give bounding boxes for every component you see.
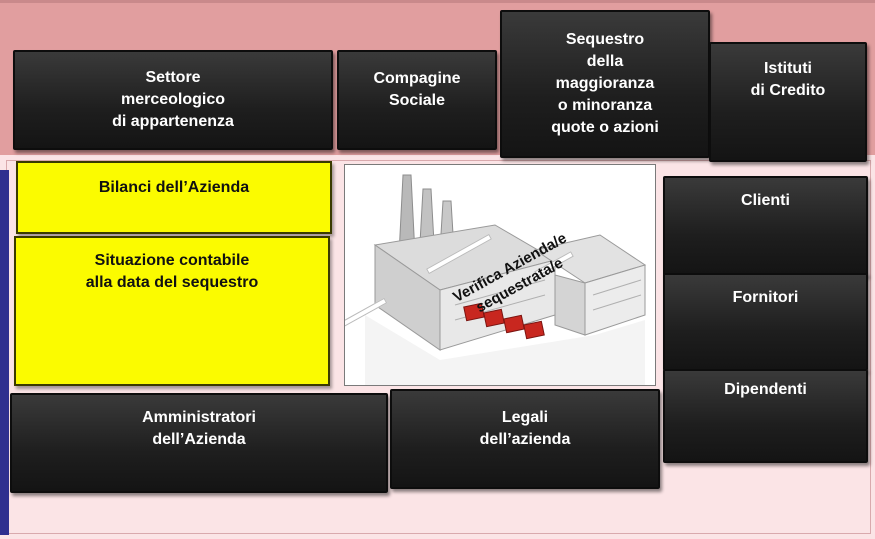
box-settore-label: Settore merceologico di appartenenza (112, 69, 234, 130)
box-istituti-label: Istituti di Credito (750, 60, 826, 99)
box-dipendenti-label: Dipendenti (724, 381, 807, 398)
box-legali: Legali dell’azienda (390, 389, 660, 489)
box-amministratori-label: Amministratori dell’Azienda (142, 409, 256, 448)
box-situazione-label: Situazione contabile alla data del seque… (85, 252, 259, 291)
box-situazione-contabile: Situazione contabile alla data del seque… (14, 236, 330, 386)
box-sequestro-quote: Sequestro della maggioranza o minoranza … (500, 10, 710, 158)
left-accent-bar (0, 170, 9, 535)
box-istituti-credito: Istituti di Credito (709, 42, 867, 162)
box-settore-merceologico: Settore merceologico di appartenenza (13, 50, 333, 150)
factory-illustration: Verifica Azienda/e sequestrata/e (344, 164, 656, 386)
box-clienti: Clienti (663, 176, 868, 276)
factory-image (365, 174, 647, 385)
box-compagine-sociale: Compagine Sociale (337, 50, 497, 150)
box-sequestro-label: Sequestro della maggioranza o minoranza … (551, 31, 659, 136)
box-fornitori: Fornitori (663, 273, 868, 371)
box-dipendenti: Dipendenti (663, 369, 868, 463)
box-compagine-label: Compagine Sociale (373, 70, 461, 109)
box-bilanci-azienda: Bilanci dell’Azienda (16, 161, 332, 234)
box-clienti-label: Clienti (741, 192, 790, 209)
box-bilanci-label: Bilanci dell’Azienda (98, 179, 250, 196)
box-amministratori: Amministratori dell’Azienda (10, 393, 388, 493)
box-fornitori-label: Fornitori (732, 289, 799, 306)
box-legali-label: Legali dell’azienda (479, 409, 571, 448)
